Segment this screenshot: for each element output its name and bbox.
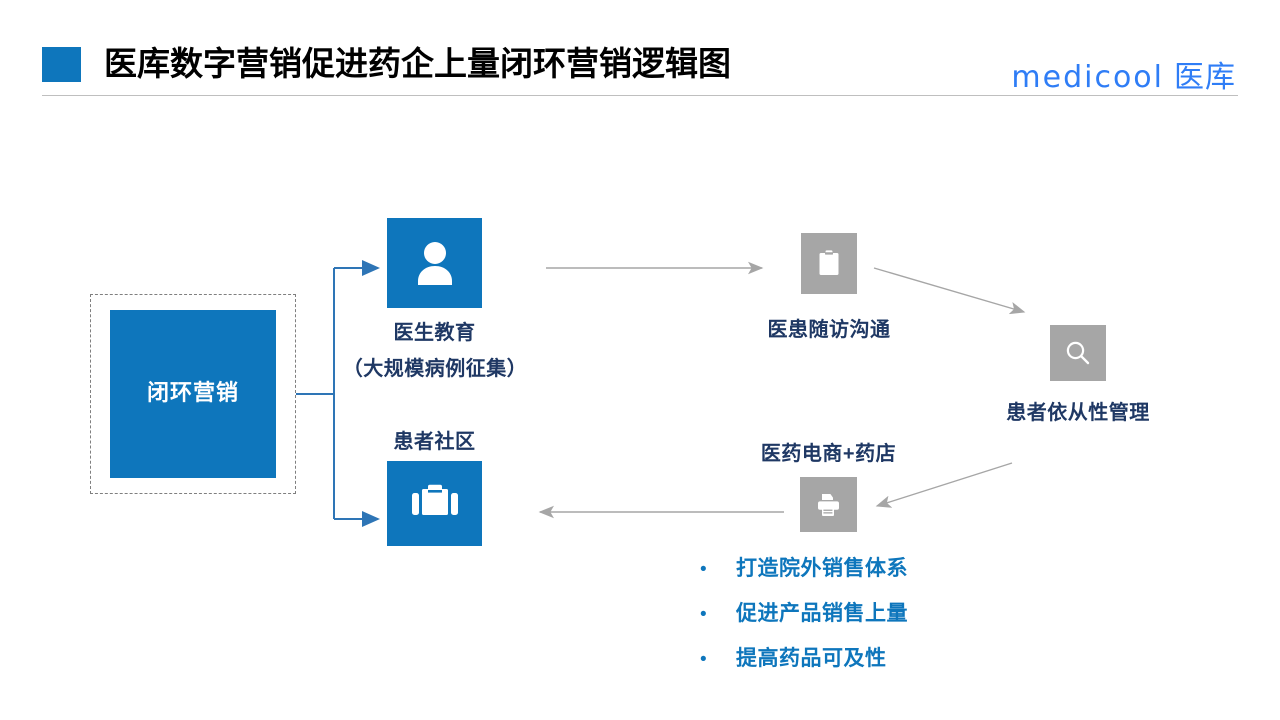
search-icon (1066, 341, 1090, 365)
doctor-education-sublabel: （大规模病例征集） (342, 358, 528, 380)
ecommerce-pharmacy-tile[interactable] (800, 477, 857, 532)
adherence-management-label: 患者依从性管理 (1006, 402, 1150, 424)
doctor-education-tile[interactable] (387, 218, 482, 308)
brand-logo-cn: 医库 (1174, 61, 1236, 94)
closed-loop-dashed-container (90, 294, 296, 494)
briefcase-icon (411, 484, 458, 515)
header-divider (42, 95, 1238, 96)
bullet-text: 促进产品销售上量 (736, 602, 908, 625)
arrow-adherence-to-ecommerce (875, 462, 1013, 508)
followup-communication-label: 医患随访沟通 (767, 319, 891, 341)
bullet-marker: • (700, 559, 707, 580)
patient-community-label: 患者社区 (393, 431, 476, 453)
title-accent-square (42, 47, 81, 82)
closed-loop-core-box (110, 310, 276, 478)
arrow-followup-to-adherence (873, 267, 1026, 315)
bullet-marker: • (700, 649, 707, 670)
bullet-marker: • (700, 604, 707, 625)
ecommerce-pharmacy-label: 医药电商+药店 (760, 443, 897, 465)
brand-logo: medicool 医库 (1011, 52, 1236, 96)
arrow-core-branch (296, 260, 380, 527)
bullet-text: 打造院外销售体系 (736, 557, 908, 580)
followup-communication-tile[interactable] (801, 233, 857, 294)
brand-logo-word: medicool (1011, 60, 1164, 95)
page-title: 医库数字营销促进药企上量闭环营销逻辑图 (104, 45, 731, 82)
person-icon (417, 242, 452, 285)
outcome-bullet-list: • 打造院外销售体系 • 促进产品销售上量 • 提高药品可及性 (700, 552, 1040, 687)
doctor-education-label: 医生教育 (393, 322, 476, 344)
closed-loop-core-label: 闭环营销 (146, 380, 239, 405)
list-item: • 提高药品可及性 (700, 642, 1040, 672)
adherence-management-tile[interactable] (1050, 325, 1106, 381)
printer-icon (817, 493, 839, 516)
bullet-text: 提高药品可及性 (736, 647, 887, 670)
list-item: • 打造院外销售体系 (700, 552, 1040, 582)
clipboard-icon (819, 250, 839, 275)
list-item: • 促进产品销售上量 (700, 597, 1040, 627)
patient-community-tile[interactable] (387, 461, 482, 546)
